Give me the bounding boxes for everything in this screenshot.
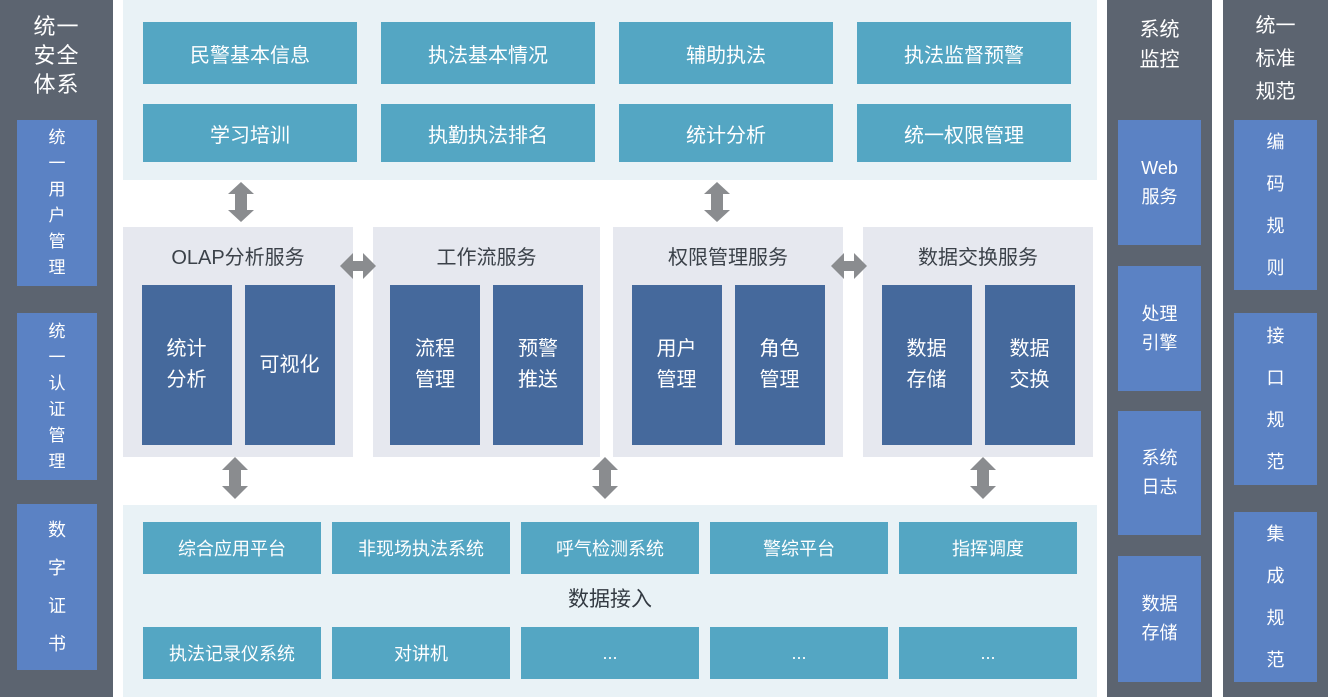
- standards-item-integration-spec: 集 成 规 范: [1234, 512, 1317, 682]
- panel-data-exchange-boxes: 数据 存储 数据 交换: [863, 285, 1093, 445]
- module-duty-ranking: 执勤执法排名: [381, 104, 595, 162]
- panel-permission-boxes: 用户 管理 角色 管理: [613, 285, 843, 445]
- security-column-title: 统一 安全 体系: [33, 14, 80, 97]
- standards-column: 统一 标准 规范 编 码 规 则 接 口 规 范 集 成 规 范: [1223, 0, 1328, 697]
- vertical-double-arrow-icon: [228, 182, 254, 222]
- source-breath-test-system: 呼气检测系统: [521, 522, 699, 574]
- system-monitor-column: 系统 监控 Web 服务 处理 引擎 系统 日志 数据 存储: [1107, 0, 1212, 697]
- standards-column-title: 统一 标准 规范: [1255, 15, 1296, 103]
- security-item-unified-auth-mgmt: 统 一 认 证 管 理: [17, 313, 97, 480]
- horizontal-double-arrow-icon: [340, 251, 376, 281]
- panel-workflow-title: 工作流服务: [436, 247, 537, 269]
- horizontal-double-arrow-icon: [831, 251, 867, 281]
- source-police-platform: 警综平台: [710, 522, 888, 574]
- data-access-label: 数据接入: [568, 588, 652, 611]
- system-monitor-title: 系统 监控: [1139, 19, 1180, 71]
- standards-item-coding-rules: 编 码 规 则: [1234, 120, 1317, 290]
- panel-workflow-boxes: 流程 管理 预警 推送: [373, 285, 600, 445]
- panel-olap-service: OLAP分析服务 统计 分析 可视化: [123, 227, 353, 457]
- module-assist-enforcement: 辅助执法: [619, 22, 833, 84]
- vertical-double-arrow-icon: [970, 457, 996, 499]
- service-role-mgmt: 角色 管理: [734, 285, 825, 445]
- vertical-double-arrow-icon: [592, 457, 618, 499]
- panel-permission-title: 权限管理服务: [668, 247, 788, 269]
- panel-olap-boxes: 统计 分析 可视化: [123, 285, 353, 445]
- source-more-1: ...: [521, 627, 699, 679]
- module-learning-training: 学习培训: [143, 104, 357, 162]
- security-item-digital-cert: 数 字 证 书: [17, 504, 97, 670]
- source-more-3: ...: [899, 627, 1077, 679]
- service-visualization: 可视化: [244, 285, 335, 445]
- source-walkie-talkie: 对讲机: [332, 627, 510, 679]
- panel-data-exchange-title: 数据交换服务: [918, 247, 1038, 269]
- monitor-item-system-log: 系统 日志: [1118, 411, 1201, 535]
- source-more-2: ...: [710, 627, 888, 679]
- source-integrated-platform: 综合应用平台: [143, 522, 321, 574]
- security-column: 统一 安全 体系 统 一 用 户 管 理 统 一 认 证 管 理 数 字 证 书: [0, 0, 113, 697]
- module-unified-permission: 统一权限管理: [857, 104, 1071, 162]
- module-law-enforcement-info: 执法基本情况: [381, 22, 595, 84]
- service-stat-analysis: 统计 分析: [141, 285, 232, 445]
- monitor-item-process-engine: 处理 引擎: [1118, 266, 1201, 391]
- service-process-mgmt: 流程 管理: [390, 285, 480, 445]
- standards-item-interface-spec: 接 口 规 范: [1234, 313, 1317, 485]
- panel-workflow-service: 工作流服务 流程 管理 预警 推送: [373, 227, 600, 457]
- security-item-unified-user-mgmt: 统 一 用 户 管 理: [17, 120, 97, 286]
- module-statistics-analysis: 统计分析: [619, 104, 833, 162]
- application-modules-band: 民警基本信息 执法基本情况 辅助执法 执法监督预警 学习培训 执勤执法排名 统计…: [123, 0, 1097, 180]
- vertical-double-arrow-icon: [704, 182, 730, 222]
- monitor-item-web-service: Web 服务: [1118, 120, 1201, 245]
- service-user-mgmt: 用户 管理: [631, 285, 722, 445]
- vertical-double-arrow-icon: [222, 457, 248, 499]
- service-warning-push: 预警 推送: [493, 285, 583, 445]
- module-police-basic-info: 民警基本信息: [143, 22, 357, 84]
- service-data-exchange: 数据 交换: [984, 285, 1075, 445]
- service-data-storage: 数据 存储: [881, 285, 972, 445]
- monitor-item-data-storage: 数据 存储: [1118, 556, 1201, 682]
- panel-olap-title: OLAP分析服务: [171, 247, 305, 269]
- module-supervision-warning: 执法监督预警: [857, 22, 1071, 84]
- panel-permission-service: 权限管理服务 用户 管理 角色 管理: [613, 227, 843, 457]
- source-command-dispatch: 指挥调度: [899, 522, 1077, 574]
- panel-data-exchange-service: 数据交换服务 数据 存储 数据 交换: [863, 227, 1093, 457]
- data-access-band: 综合应用平台 非现场执法系统 呼气检测系统 警综平台 指挥调度 数据接入 执法记…: [123, 505, 1097, 697]
- source-body-camera-system: 执法记录仪系统: [143, 627, 321, 679]
- source-offsite-enforcement: 非现场执法系统: [332, 522, 510, 574]
